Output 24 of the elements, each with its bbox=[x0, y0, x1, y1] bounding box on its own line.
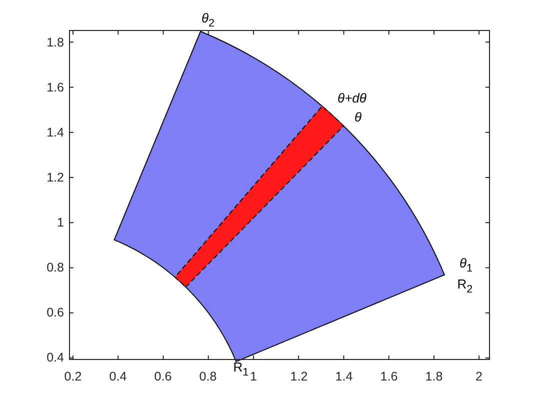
tick-label: 1 bbox=[250, 370, 257, 384]
tick-label: 1.8 bbox=[46, 36, 64, 50]
tick-label: 0.8 bbox=[199, 370, 217, 384]
tick-label: 1.2 bbox=[46, 170, 64, 186]
angle-label: θ bbox=[354, 110, 362, 124]
radius-label: R$_{2}$ bbox=[457, 276, 473, 298]
radius-label: R$_{1}$ bbox=[233, 360, 249, 380]
tick-label: 1.6 bbox=[46, 80, 64, 96]
tick-label: 0.8 bbox=[46, 260, 64, 276]
tick-label: 1.8 bbox=[425, 370, 443, 384]
tick-label: 1.6 bbox=[380, 370, 398, 384]
tick-label: 1.2 bbox=[290, 370, 308, 384]
tick-label: 1.4 bbox=[46, 126, 64, 140]
angle-label: θ$_{1}$ bbox=[459, 256, 473, 276]
tick-label: 0.6 bbox=[46, 306, 64, 320]
angle-label: θ$_{2}$ bbox=[201, 10, 215, 32]
tick-label: 0.6 bbox=[154, 370, 172, 384]
tick-label: 0.2 bbox=[64, 370, 82, 384]
tick-label: 1.4 bbox=[335, 370, 353, 384]
tick-label: 1 bbox=[57, 216, 64, 230]
angle-label: θ+dθ bbox=[338, 90, 366, 106]
tick-label: 0.4 bbox=[46, 350, 64, 366]
tick-label: 2 bbox=[476, 370, 482, 384]
tick-label: 0.4 bbox=[109, 370, 127, 384]
